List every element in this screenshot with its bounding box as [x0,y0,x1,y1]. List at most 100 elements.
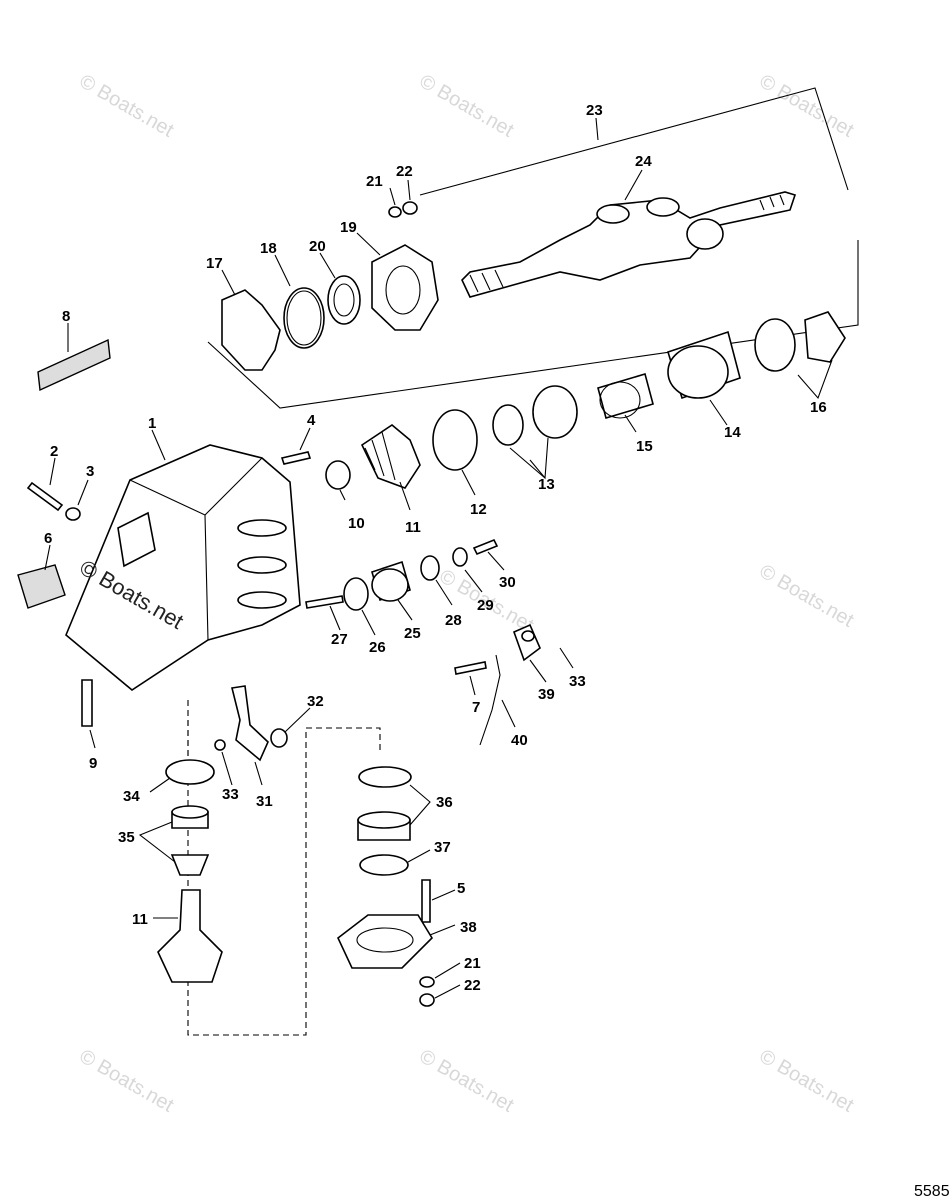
watermark: © Boats.net [756,560,858,632]
part-9-stud [81,679,93,727]
callout-13: 13 [538,476,555,493]
callout-29: 29 [477,597,494,614]
leader-lines [44,117,833,999]
part-13-bearing-cone [492,404,524,446]
part-18-o-ring [283,287,325,349]
callout-34: 34 [123,788,140,805]
part-37-o-ring [359,854,409,876]
callout-19: 19 [340,219,357,236]
part-34-o-ring [165,759,215,785]
part-22-nut [402,201,418,215]
part-32-o-ring [270,728,288,748]
part-7-stud [454,661,487,675]
part-8 [37,338,111,392]
callout-11: 11 [405,519,421,536]
callout-30: 30 [499,574,516,591]
callout-24: 24 [635,153,652,170]
part-16-bearing-cone [804,311,846,363]
callout-labels: 1 2 3 4 5 6 7 8 9 10 11 11 12 13 14 15 1… [44,102,827,994]
part-27-stud [305,595,344,609]
callout-37: 37 [434,839,451,856]
part-6 [17,564,66,609]
callout-3: 3 [86,463,94,480]
watermark: © Boats.net [76,70,178,142]
callout-28: 28 [445,612,462,629]
callout-4: 4 [307,412,316,429]
part-13-bearing-cup [532,385,578,439]
callout-33-right: 33 [569,673,586,690]
part-33-nut [214,739,226,751]
callout-5: 5 [457,880,465,897]
reference-number: 5585 [914,1183,950,1200]
alignment-line [207,240,859,409]
part-22-nut [419,993,435,1007]
callout-21-lower: 21 [464,955,481,972]
callout-27: 27 [331,631,348,648]
alignment-line [187,700,381,1036]
callout-35: 35 [118,829,135,846]
part-21-washer [419,976,435,988]
part-2-bolt [26,481,64,512]
callout-39: 39 [538,686,555,703]
part-12-o-ring [432,409,478,471]
part-1-housing: © Boats.net [65,444,301,691]
callout-40: 40 [511,732,528,749]
part-29-seal [452,547,468,567]
part-30-bolt [472,538,499,556]
callout-11-lower: 11 [132,911,148,928]
callout-22-lower: 22 [464,977,481,994]
part-19-housing [371,244,439,331]
callout-20: 20 [309,238,326,255]
callout-22: 22 [396,163,413,180]
part-39-bracket [512,623,541,662]
part-11-pinion-gear [157,889,223,983]
callout-10: 10 [348,515,365,532]
callout-31: 31 [256,793,273,810]
callout-7: 7 [472,699,480,716]
callout-9: 9 [89,755,97,772]
callout-21: 21 [366,173,383,190]
part-40-ground-wire [479,654,501,746]
callout-23: 23 [586,102,603,119]
part-38-housing [337,914,434,969]
callout-14: 14 [724,424,741,441]
watermark: © Boats.net [416,1045,518,1117]
callout-12: 12 [470,501,487,518]
callout-16: 16 [810,399,827,416]
callout-32: 32 [307,693,324,710]
part-36-bearing-cone [358,766,412,788]
watermark: © Boats.net [416,70,518,142]
part-31-arm [231,685,269,762]
callout-18: 18 [260,240,277,257]
part-16-bearing-cup [754,318,796,372]
part-35-bearing-cone [170,854,210,876]
part-33-nut [521,630,535,642]
callout-36: 36 [436,794,453,811]
watermark: © Boats.net [756,70,858,142]
callout-25: 25 [404,625,421,642]
part-21-washer [388,206,402,218]
callout-38: 38 [460,919,477,936]
callout-17: 17 [206,255,223,272]
part-4-stud [280,451,312,465]
part-20-seal [327,275,361,325]
callout-33: 33 [222,786,239,803]
part-26-o-ring [343,577,369,611]
alignment-line [419,87,849,196]
callout-8: 8 [62,308,70,325]
part-15 [597,372,654,420]
part-28-o-ring [420,555,440,581]
callout-2: 2 [50,443,58,460]
part-11-gear [360,424,421,489]
callout-6: 6 [44,530,52,547]
watermark: © Boats.net [76,1045,178,1117]
callout-1: 1 [148,415,156,432]
callout-15: 15 [636,438,653,455]
part-17-gasket [221,289,281,371]
alignment-lines [187,87,859,1036]
part-10 [325,460,351,490]
watermark: © Boats.net [756,1045,858,1117]
part-24-shaft-assembly [461,191,797,298]
part-3-nut [65,507,81,521]
